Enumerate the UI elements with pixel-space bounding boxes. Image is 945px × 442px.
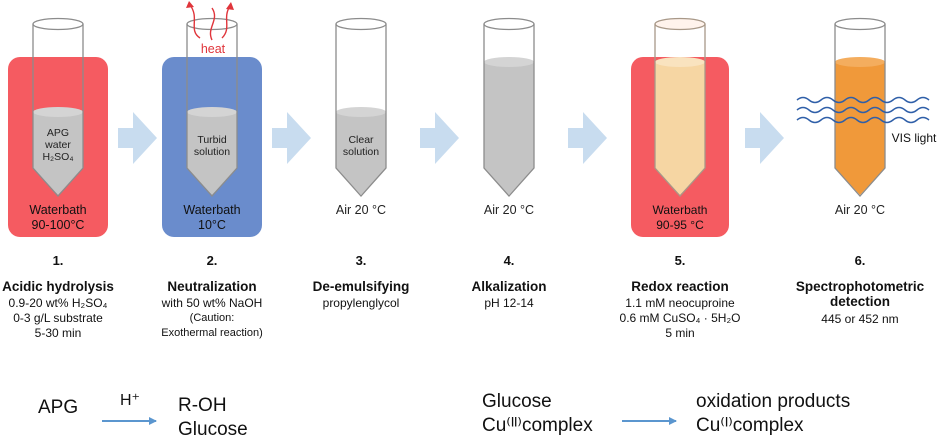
- step-1-line-2: 0-3 g/L substrate: [13, 311, 103, 325]
- bath5-label-line2: 90-95 °C: [656, 218, 704, 232]
- step-2-line-3: Exothermal reaction): [161, 327, 263, 339]
- process-arrow-5: [745, 112, 784, 164]
- step-3-title: De-emulsifying: [312, 279, 410, 294]
- tube-1: [32, 17, 84, 197]
- light-wave-icon: [796, 96, 930, 124]
- reaction-right-products: oxidation products Cu⁽ᴵ⁾complex: [696, 390, 850, 438]
- step-4-line-1: pH 12-14: [484, 296, 534, 310]
- reaction-right-product-1: oxidation products: [696, 391, 851, 412]
- tube2-inner-line1: Turbid: [197, 134, 227, 146]
- reaction-left-reactant: APG: [38, 397, 79, 418]
- heat-arrow-left: [189, 4, 201, 39]
- step-2-line-2: (Caution:: [189, 312, 235, 324]
- tube1-inner-line1: APG: [46, 127, 70, 139]
- step-1: 1. Acidic hydrolysis 0.9-20 wt% H₂SO₄ 0-…: [0, 253, 116, 341]
- reaction-right-product-2: Cu⁽ᴵ⁾complex: [696, 415, 804, 436]
- step-3: 3. De-emulsifying propylenglycol: [306, 253, 416, 311]
- reaction-left-products: R-OH Glucose: [178, 394, 248, 442]
- tube1-inner-line2: water: [45, 139, 71, 151]
- reaction-left-product-2: Glucose: [178, 419, 248, 440]
- step-6: 6. Spectrophotometric detection 445 or 4…: [790, 253, 930, 327]
- step-1-title: Acidic hydrolysis: [2, 279, 114, 294]
- tube2-inner-label: Turbid solution: [187, 134, 237, 158]
- process-arrow-2: [272, 112, 311, 164]
- bath5-label: Waterbath 90-95 °C: [631, 203, 729, 233]
- tube3-inner-line1: Clear: [348, 134, 374, 146]
- tube-3: [335, 17, 387, 197]
- step-6-line-1: detection: [829, 294, 890, 309]
- reaction-right-reactants: Glucose Cu⁽ᴵᴵ⁾complex: [482, 390, 593, 438]
- bath2-label-line2: 10°C: [198, 218, 226, 232]
- tube-5: [654, 17, 706, 197]
- air-label-3: Air 20 °C: [335, 203, 387, 217]
- step-2-number: 2.: [206, 253, 218, 268]
- process-arrow-1: [118, 112, 157, 164]
- step-1-line-3: 5-30 min: [34, 326, 82, 340]
- step-3-number: 3.: [355, 253, 367, 268]
- bath2-label-line1: Waterbath: [183, 203, 241, 217]
- bath1-label: Waterbath 90-100°C: [8, 203, 108, 233]
- step-3-line-1: propylenglycol: [322, 296, 400, 310]
- step-6-number: 6.: [854, 253, 866, 268]
- process-arrow-4: [568, 112, 607, 164]
- heat-label: heat: [200, 42, 226, 56]
- step-5-line-1: 1.1 mM neocuproine: [625, 296, 735, 310]
- step-1-number: 1.: [52, 253, 64, 268]
- tube-4: [483, 17, 535, 197]
- step-6-title: Spectrophotometric: [795, 279, 925, 294]
- step-5-number: 5.: [674, 253, 686, 268]
- step-6-line-2: 445 or 452 nm: [821, 312, 899, 326]
- air-label-4: Air 20 °C: [483, 203, 535, 217]
- step-5: 5. Redox reaction 1.1 mM neocuproine 0.6…: [612, 253, 748, 341]
- reaction-right-reactant-1: Glucose: [482, 391, 552, 412]
- vis-light-label: VIS light: [891, 131, 937, 145]
- step-1-line-1: 0.9-20 wt% H₂SO₄: [8, 296, 108, 310]
- process-arrow-3: [420, 112, 459, 164]
- tube3-inner-label: Clear solution: [336, 134, 386, 158]
- air-label-6: Air 20 °C: [834, 203, 886, 217]
- step-2-line-1: with 50 wt% NaOH: [161, 296, 263, 310]
- step-4-number: 4.: [503, 253, 515, 268]
- step-5-line-2: 0.6 mM CuSO₄ · 5H₂O: [619, 311, 741, 325]
- reaction-right-reactant-2: Cu⁽ᴵᴵ⁾complex: [482, 415, 593, 436]
- step-4-title: Alkalization: [471, 279, 547, 294]
- heat-arrow-middle: [209, 7, 216, 41]
- tube1-inner-line3: H₂SO₄: [42, 151, 74, 163]
- bath5-label-line1: Waterbath: [652, 203, 708, 217]
- tube3-inner-line2: solution: [342, 146, 380, 158]
- reaction-left-catalyst: H⁺: [120, 392, 140, 409]
- step-5-title: Redox reaction: [631, 279, 729, 294]
- bath1-label-line2: 90-100°C: [31, 218, 85, 232]
- step-2-title: Neutralization: [167, 279, 257, 294]
- bath1-label-line1: Waterbath: [29, 203, 87, 217]
- tube1-inner-label: APG water H₂SO₄: [33, 127, 83, 163]
- bath2-label: Waterbath 10°C: [162, 203, 262, 233]
- reaction-left-product-1: R-OH: [178, 395, 227, 416]
- tube-2: [186, 1, 238, 197]
- step-5-line-3: 5 min: [665, 326, 695, 340]
- tube2-inner-line2: solution: [193, 146, 231, 158]
- step-2: 2. Neutralization with 50 wt% NaOH (Caut…: [146, 253, 278, 341]
- tube-6: [834, 17, 886, 197]
- step-4: 4. Alkalization pH 12-14: [454, 253, 564, 311]
